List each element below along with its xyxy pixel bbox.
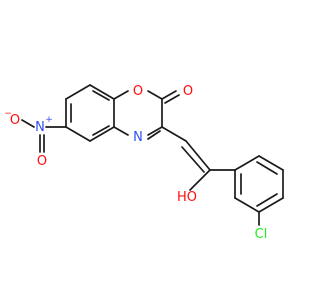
ring-oxygen-label: O <box>133 84 143 99</box>
carbonyl-oxygen-label: O <box>183 84 193 99</box>
chlorophenyl-ring <box>234 155 284 226</box>
vinyl-linker <box>161 126 236 191</box>
ring-nitrogen-label: N <box>133 130 143 145</box>
benzene-ring-left <box>65 84 115 142</box>
chlorine-label: Cl <box>255 227 268 242</box>
nitro-bonds <box>21 119 67 153</box>
molecule-structure: O O N N + O − O HO Cl <box>4 84 284 242</box>
hydroxyl-label: HO <box>177 190 197 205</box>
nitro-nitrogen-label: N <box>35 120 45 135</box>
nitro-oxygen-left-label: O <box>10 113 20 128</box>
nitro-oxygen-bottom-label: O <box>37 154 47 169</box>
oxazinone-ring <box>113 90 180 140</box>
nitro-plus-charge: + <box>45 115 53 125</box>
nitro-minus-charge: − <box>4 109 12 119</box>
